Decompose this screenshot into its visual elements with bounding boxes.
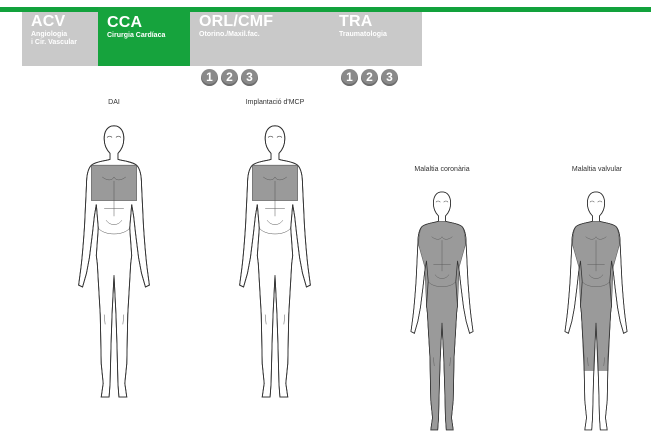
tab-cca[interactable]: CCA Cirurgia Cardíaca [98, 7, 190, 66]
body-figure-coronary[interactable] [402, 185, 482, 435]
tab-orl-cmf[interactable]: ORL/CMF Otorino./Maxil.fac. [190, 12, 330, 66]
tab-desc: Otorino./Maxil.fac. [199, 31, 330, 39]
tra-number-2-button[interactable]: 2 [361, 69, 378, 86]
body-figure-dai[interactable] [74, 118, 154, 403]
figure-label-mcp: Implantació d'MCP [246, 99, 305, 106]
tab-code: ORL/CMF [199, 14, 330, 30]
figure-label-valvular: Malaltia valvular [572, 166, 622, 173]
figure-label-coronary: Malaltia coronària [414, 166, 469, 173]
orl-number-3-button[interactable]: 3 [241, 69, 258, 86]
body-figure-valvular[interactable] [556, 185, 636, 435]
tab-tra[interactable]: TRA Traumatologia [330, 12, 422, 66]
tab-code: ACV [31, 14, 98, 30]
tra-number-group: 1 2 3 [341, 69, 398, 86]
tab-desc: Cirurgia Cardíaca [107, 32, 190, 40]
tab-code: CCA [107, 15, 190, 31]
tra-number-3-button[interactable]: 3 [381, 69, 398, 86]
tab-desc: Traumatologia [339, 31, 422, 39]
orl-number-group: 1 2 3 [201, 69, 258, 86]
tab-desc: Angiologia i Cir. Vascular [31, 31, 98, 47]
tra-number-1-button[interactable]: 1 [341, 69, 358, 86]
tab-acv[interactable]: ACV Angiologia i Cir. Vascular [22, 12, 98, 66]
orl-number-2-button[interactable]: 2 [221, 69, 238, 86]
tab-code: TRA [339, 14, 422, 30]
orl-number-1-button[interactable]: 1 [201, 69, 218, 86]
body-figure-mcp[interactable] [235, 118, 315, 403]
figure-label-dai: DAI [108, 99, 120, 106]
